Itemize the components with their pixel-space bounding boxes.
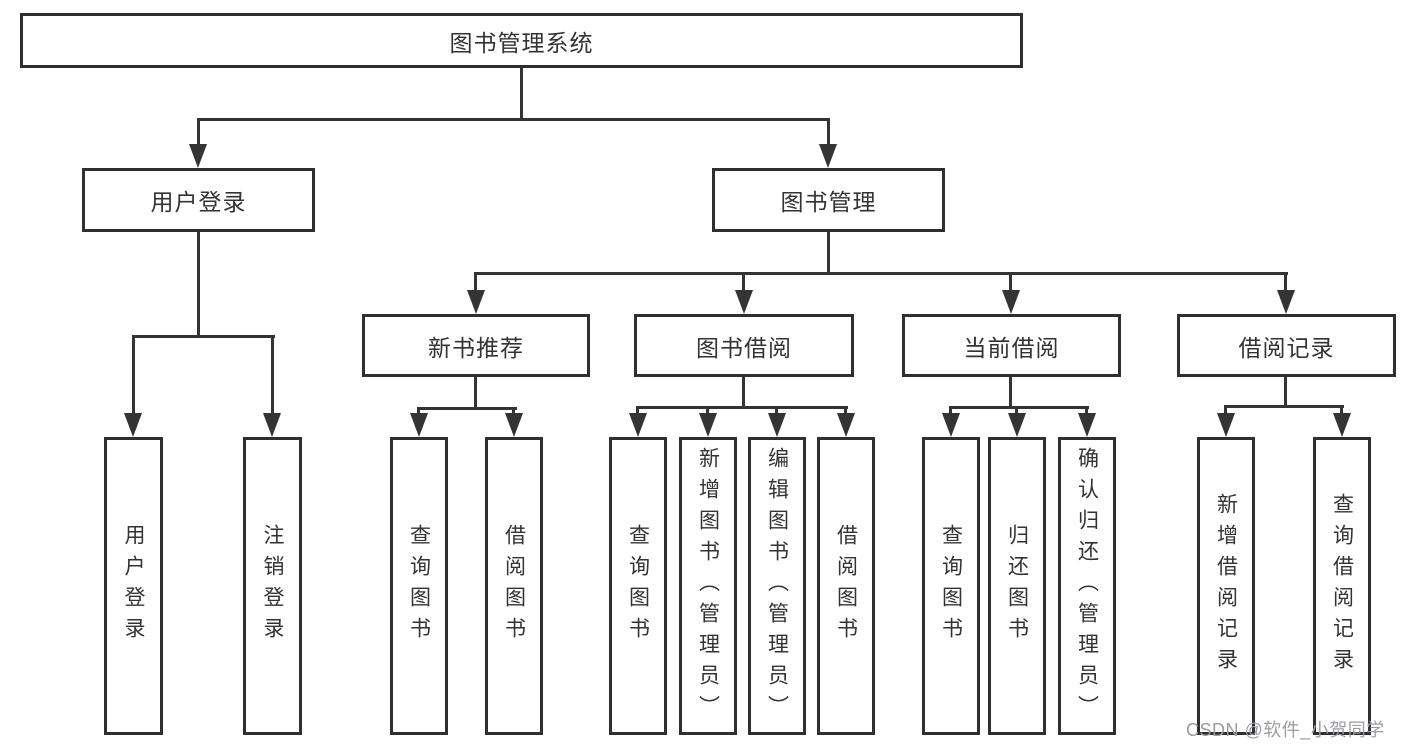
connector-segment (827, 118, 830, 147)
connector-segment (742, 377, 745, 409)
connector-segment (706, 406, 709, 417)
connector-segment (132, 335, 275, 338)
arrowhead-icon (942, 413, 960, 437)
node-leaf-query-books-1: 查询图书 (390, 437, 448, 735)
arrowhead-icon (819, 144, 837, 168)
connector-segment (1224, 405, 1227, 417)
arrowhead-icon (410, 413, 428, 437)
connector-segment (636, 406, 639, 417)
arrowhead-icon (1277, 290, 1295, 314)
node-book-borrow: 图书借阅 (634, 314, 854, 377)
node-leaf-query-books-3: 查询图书 (922, 437, 980, 735)
arrowhead-icon (837, 413, 855, 437)
arrowhead-icon (505, 413, 523, 437)
connector-segment (1284, 272, 1287, 294)
arrowhead-icon (735, 290, 753, 314)
connector-segment (271, 335, 274, 417)
node-leaf-confirm-return: 确认归还（管理员） (1058, 437, 1116, 735)
arrowhead-icon (189, 144, 207, 168)
connector-segment (1340, 405, 1343, 417)
connector-segment (1015, 406, 1018, 417)
arrowhead-icon (467, 290, 485, 314)
node-leaf-query-borrow-record: 查询借阅记录 (1313, 437, 1371, 735)
node-leaf-add-book: 新增图书（管理员） (679, 437, 737, 735)
connector-segment (132, 335, 135, 417)
connector-segment (1284, 377, 1287, 408)
connector-segment (417, 407, 517, 410)
node-leaf-user-login: 用户登录 (104, 437, 163, 735)
node-book-mgmt: 图书管理 (712, 168, 945, 232)
node-leaf-add-borrow-record: 新增借阅记录 (1197, 437, 1255, 735)
connector-segment (417, 407, 420, 417)
node-root: 图书管理系统 (20, 13, 1023, 68)
connector-segment (1224, 405, 1344, 408)
watermark: CSDN @软件_小贺同学 (1186, 720, 1385, 740)
connector-segment (844, 406, 847, 417)
node-leaf-borrow-books-1: 借阅图书 (485, 437, 543, 735)
connector-segment (474, 377, 477, 410)
connector-segment (474, 272, 1288, 275)
arrowhead-icon (768, 413, 786, 437)
connector-segment (775, 406, 778, 417)
node-leaf-borrow-books-2: 借阅图书 (817, 437, 875, 735)
node-leaf-edit-book: 编辑图书（管理员） (748, 437, 806, 735)
connector-segment (636, 406, 848, 409)
connector-segment (949, 406, 952, 417)
arrowhead-icon (1002, 290, 1020, 314)
connector-segment (742, 272, 745, 294)
connector-segment (1085, 406, 1088, 417)
node-leaf-logout: 注销登录 (243, 437, 302, 735)
arrowhead-icon (1078, 413, 1096, 437)
node-user-login: 用户登录 (82, 168, 315, 232)
arrowhead-icon (1217, 413, 1235, 437)
arrowhead-icon (124, 413, 142, 437)
arrowhead-icon (629, 413, 647, 437)
node-leaf-return-book: 归还图书 (988, 437, 1046, 735)
connector-segment (949, 406, 1089, 409)
connector-segment (520, 68, 523, 120)
arrowhead-icon (263, 413, 281, 437)
node-new-book-rec: 新书推荐 (362, 314, 590, 377)
node-current-borrow: 当前借阅 (902, 314, 1121, 377)
connector-segment (474, 272, 477, 294)
connector-segment (197, 118, 200, 147)
connector-segment (512, 407, 515, 417)
arrowhead-icon (1008, 413, 1026, 437)
arrowhead-icon (1333, 413, 1351, 437)
node-borrow-records: 借阅记录 (1177, 314, 1396, 377)
connector-segment (827, 232, 830, 275)
connector-segment (1009, 377, 1012, 409)
arrowhead-icon (699, 413, 717, 437)
node-leaf-query-books-2: 查询图书 (609, 437, 667, 735)
connector-segment (197, 232, 200, 338)
connector-segment (197, 118, 830, 121)
connector-segment (1009, 272, 1012, 294)
